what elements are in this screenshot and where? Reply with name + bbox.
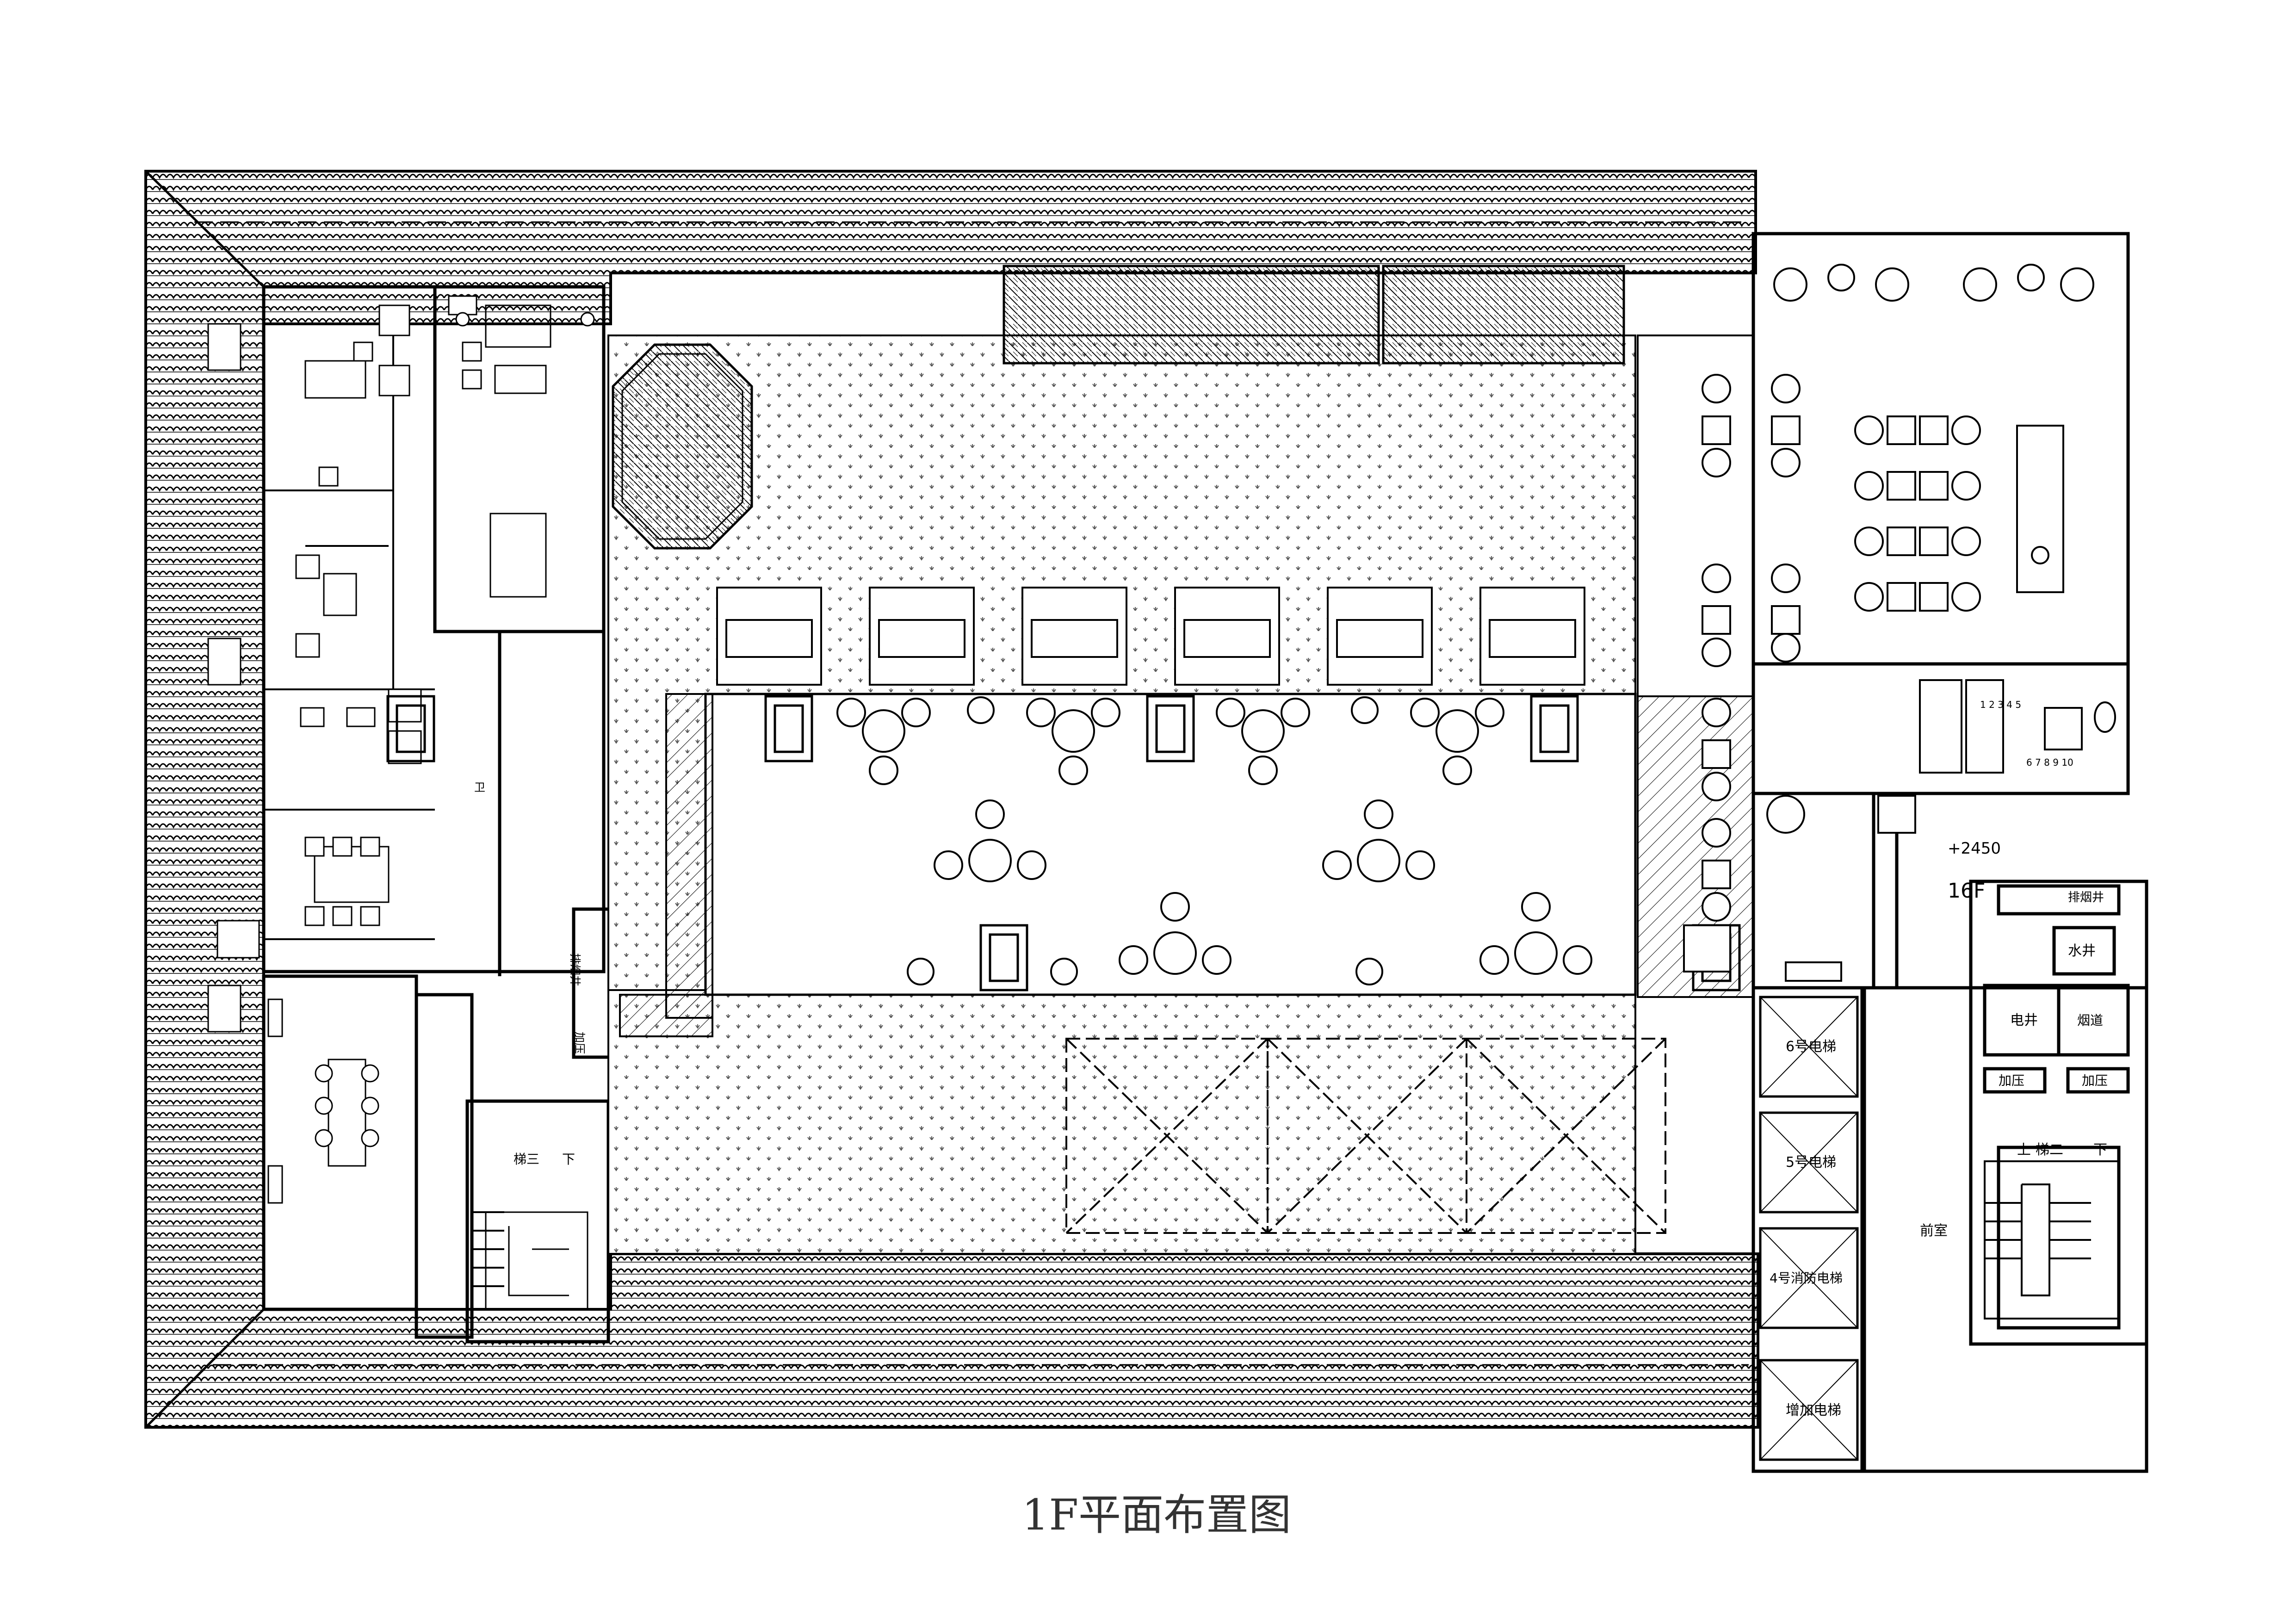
water-shaft-label: 水井 bbox=[2068, 943, 2096, 959]
front-room-label: 前室 bbox=[1920, 1223, 1948, 1239]
pressurize-left-label: 加压 bbox=[573, 1032, 586, 1054]
octagon-pavilion bbox=[612, 343, 753, 550]
stair-3-label: 梯三 bbox=[514, 1152, 539, 1167]
elevators bbox=[1759, 996, 1859, 1461]
stair-3 bbox=[472, 1211, 504, 1287]
toilet-label: 卫 bbox=[474, 781, 485, 794]
drawing-title: 1F平面布置图 bbox=[1021, 1490, 1292, 1540]
smoke-shaft-left-label: 排烟井 bbox=[569, 953, 582, 986]
loungers bbox=[716, 587, 1585, 686]
stair-2 bbox=[1984, 1160, 2120, 1319]
left-wing-furniture bbox=[207, 295, 595, 1204]
right-building-furniture bbox=[1683, 264, 2116, 982]
floor-mark: 16F bbox=[1948, 879, 1985, 903]
stair-3-down-label: 下 bbox=[562, 1152, 575, 1167]
plan-labels: 梯三 下 排烟井 加压 6号电梯 5号电梯 4号消防电梯 增加电梯 前室 +24… bbox=[474, 699, 2108, 1419]
pressurize-right-1-label: 加压 bbox=[1999, 1073, 2024, 1088]
planters bbox=[386, 695, 1741, 991]
elevator-added-label: 增加电梯 bbox=[1786, 1402, 1841, 1419]
smoke-duct-label: 烟道 bbox=[2077, 1013, 2103, 1028]
stair-2-label: 梯二 bbox=[2036, 1142, 2063, 1158]
level-mark: +2450 bbox=[1948, 839, 2001, 858]
electric-shaft-label: 电井 bbox=[2010, 1012, 2038, 1028]
pressurize-right-2-label: 加压 bbox=[2082, 1073, 2108, 1088]
elevator-4-label: 4号消防电梯 bbox=[1770, 1270, 1843, 1286]
round-tables bbox=[836, 696, 1592, 985]
left-wing bbox=[262, 285, 613, 1344]
elevator-6-label: 6号电梯 bbox=[1786, 1039, 1836, 1055]
numbers-a-label: 1 2 3 4 5 bbox=[1980, 699, 2021, 710]
pergola bbox=[1003, 265, 1625, 365]
smoke-shaft-right-label: 排烟井 bbox=[2068, 891, 2104, 904]
numbers-b-label: 6 7 8 9 10 bbox=[2026, 757, 2073, 768]
courtyard bbox=[607, 335, 1637, 1255]
elevator-5-label: 5号电梯 bbox=[1786, 1154, 1836, 1171]
stair-2-up-label: 上 bbox=[2017, 1142, 2031, 1158]
skylights bbox=[1065, 1038, 1666, 1234]
right-building bbox=[1751, 232, 2148, 1473]
stair-2-down-label: 下 bbox=[2093, 1142, 2107, 1158]
right-seating bbox=[1637, 335, 1754, 998]
